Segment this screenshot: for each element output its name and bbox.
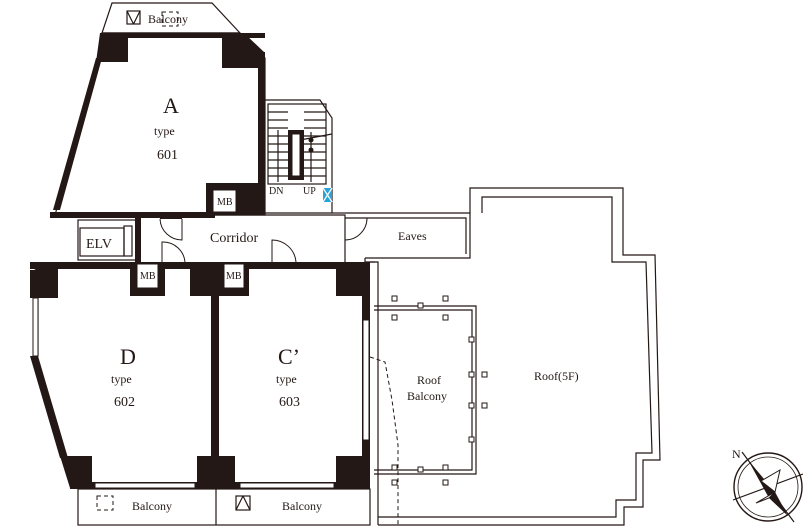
- eaves-label: Eaves: [398, 229, 427, 243]
- compass-icon: N: [732, 447, 804, 523]
- unit-c-letter: C’: [278, 344, 300, 369]
- unit-a-number: 601: [157, 148, 178, 163]
- unit-a: MB A type 601: [53, 32, 266, 216]
- mb-d: MB: [140, 271, 156, 282]
- mb-c: MB: [226, 271, 242, 282]
- eaves: Eaves: [345, 212, 471, 259]
- roof-balcony: Roof Balcony Roof(5F): [369, 295, 579, 525]
- unit-a-type: type: [154, 124, 175, 138]
- balcony-bottom-left-label: Balcony: [132, 499, 172, 513]
- corridor-label: Corridor: [210, 231, 259, 246]
- north-label: N: [732, 447, 741, 461]
- lower-units: MB MB D type 602 C’ type 603: [30, 262, 370, 489]
- unit-d-letter: D: [120, 344, 136, 369]
- balcony-bottom-right-label: Balcony: [282, 499, 322, 513]
- unit-d-type: type: [111, 372, 132, 386]
- unit-c-number: 603: [279, 395, 300, 410]
- stairwell: DN UP: [265, 99, 333, 214]
- roof-balcony-label-1: Roof: [417, 373, 441, 387]
- stair-up-label: UP: [303, 186, 316, 197]
- railing-posts: [391, 295, 488, 486]
- hatch-icon: [96, 495, 114, 511]
- unit-c-type: type: [276, 372, 297, 386]
- hatch-icon: [161, 11, 179, 27]
- stair-dn-label: DN: [269, 186, 283, 197]
- mb-a: MB: [217, 197, 233, 208]
- drain-icon: [235, 495, 251, 511]
- stair-treads: [268, 111, 326, 177]
- unit-d-number: 602: [114, 395, 135, 410]
- elv-label: ELV: [86, 237, 112, 252]
- roof-5f-label: Roof(5F): [534, 369, 579, 383]
- bottom-balconies: Balcony Balcony: [77, 488, 371, 526]
- roof-balcony-label-2: Balcony: [407, 389, 447, 403]
- corridor: ELV Corridor: [50, 212, 368, 264]
- unit-a-letter: A: [163, 93, 179, 118]
- roof-5f: [364, 187, 661, 526]
- drain-icon: [126, 10, 141, 25]
- balcony-a: Balcony: [101, 2, 242, 34]
- balcony-top-label: Balcony: [148, 12, 188, 26]
